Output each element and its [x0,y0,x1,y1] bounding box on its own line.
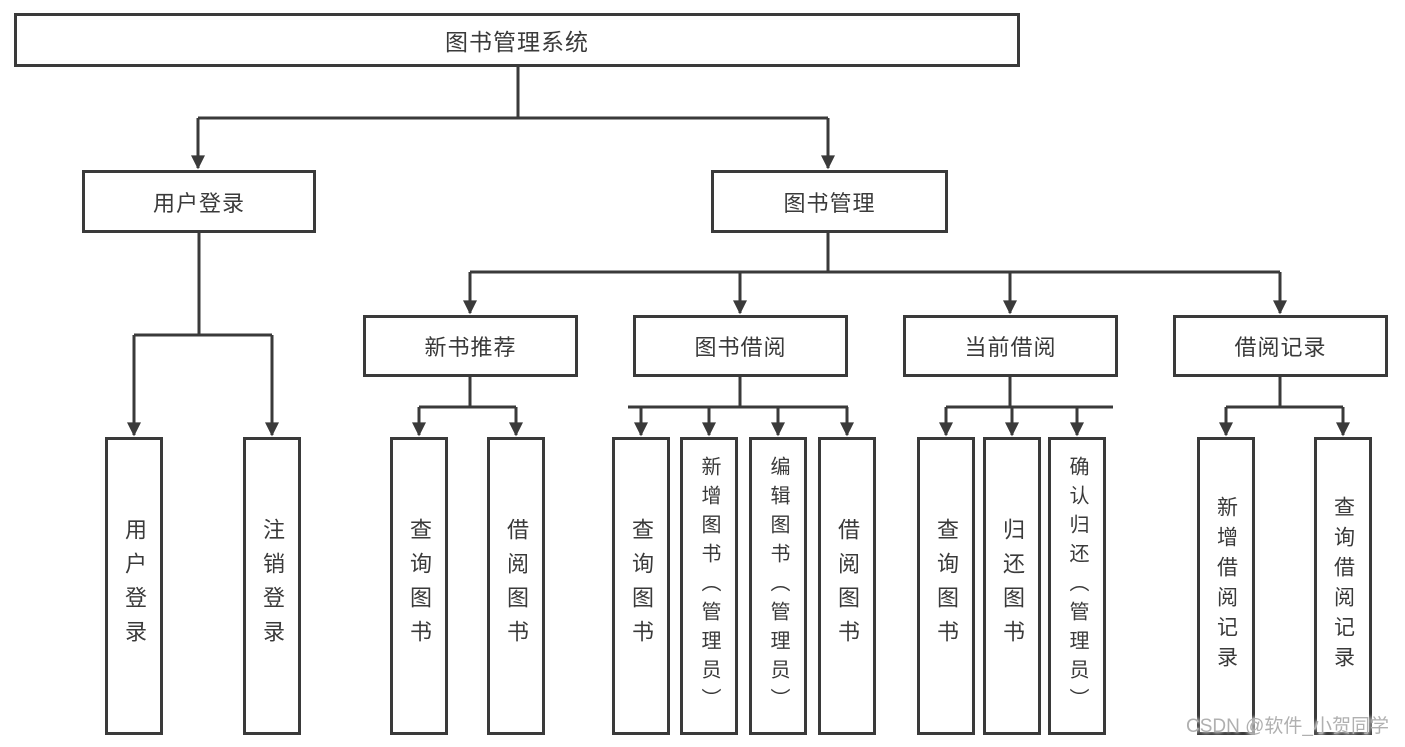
node-label: 查询图书 [407,518,432,654]
node-leaf-add-borrow-record: 新增借阅记录 [1197,437,1255,735]
node-label: 编辑图书（管理员） [767,455,789,717]
node-label: 归还图书 [1000,518,1025,654]
node-label: 新书推荐 [424,335,517,360]
node-book-borrowing: 图书借阅 [633,315,848,377]
node-label: 图书管理系统 [445,29,589,55]
node-leaf-confirm-return-admin: 确认归还（管理员） [1048,437,1106,735]
node-label: 图书管理 [783,190,876,216]
node-label: 借阅图书 [835,518,860,654]
node-user-login: 用户登录 [82,170,316,233]
node-label: 借阅图书 [504,518,529,654]
node-label: 查询图书 [934,518,959,654]
node-label: 用户登录 [122,518,147,654]
node-label: 当前借阅 [964,335,1057,360]
node-label: 查询借阅记录 [1331,496,1355,676]
node-label: 确认归还（管理员） [1066,455,1088,717]
node-leaf-borrow-books-recommend: 借阅图书 [487,437,545,735]
node-label: 查询图书 [629,518,654,654]
node-label: 图书借阅 [694,335,787,360]
node-label: 新增图书（管理员） [698,455,720,717]
node-leaf-query-books-borrowing: 查询图书 [612,437,670,735]
node-current-borrowing: 当前借阅 [903,315,1118,377]
node-leaf-user-login: 用户登录 [105,437,163,735]
node-leaf-return-books: 归还图书 [983,437,1041,735]
node-library-system: 图书管理系统 [14,13,1020,67]
node-label: 注销登录 [260,518,285,654]
node-label: 用户登录 [152,190,245,216]
node-label: 新增借阅记录 [1214,496,1238,676]
node-leaf-add-book-admin: 新增图书（管理员） [680,437,738,735]
node-leaf-edit-book-admin: 编辑图书（管理员） [749,437,807,735]
node-leaf-query-borrow-record: 查询借阅记录 [1314,437,1372,735]
node-leaf-borrow-books-borrowing: 借阅图书 [818,437,876,735]
watermark-text: CSDN @软件_小贺同学 [1186,716,1389,737]
node-leaf-query-books-recommend: 查询图书 [390,437,448,735]
node-label: 借阅记录 [1234,335,1327,360]
node-leaf-query-books-current: 查询图书 [917,437,975,735]
node-borrowing-records: 借阅记录 [1173,315,1388,377]
node-new-book-recommend: 新书推荐 [363,315,578,377]
node-book-management: 图书管理 [711,170,948,233]
node-leaf-logout: 注销登录 [243,437,301,735]
